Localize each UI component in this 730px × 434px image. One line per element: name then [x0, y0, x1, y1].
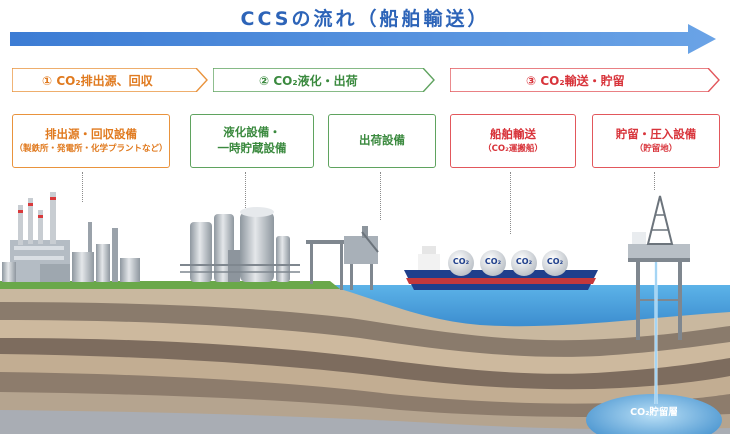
box-liquefaction-title: 液化設備・ [223, 125, 281, 140]
box-storage-title: 貯留・圧入設備 [615, 126, 697, 141]
stage-header-liquefaction: ② CO₂液化・出荷 [213, 68, 435, 92]
leader-line-ship [510, 172, 511, 234]
leader-line-emission [82, 172, 83, 202]
factory-illustration [2, 192, 140, 282]
tank-label-4: CO₂ [546, 257, 564, 266]
box-emission-subtitle: （製鉄所・発電所・化学プラントなど） [14, 144, 168, 155]
box-emission: 排出源・回収設備 （製鉄所・発電所・化学プラントなど） [12, 114, 170, 168]
tank-label-2: CO₂ [484, 257, 502, 266]
tank-label-1: CO₂ [452, 257, 470, 266]
leader-line-liquefaction [245, 172, 246, 208]
shipping-facility-illustration [306, 226, 379, 290]
box-liquefaction-subtitle: 一時貯蔵設備 [217, 141, 287, 155]
leader-line-shipping [380, 172, 381, 220]
page-title: CCSの流れ（船舶輸送） [240, 8, 490, 30]
box-storage-subtitle: （貯留地） [634, 144, 678, 155]
box-storage: 貯留・圧入設備 （貯留地） [592, 114, 720, 168]
reservoir-label: CO₂貯留層 [630, 407, 678, 418]
co2-reservoir [586, 394, 722, 434]
grass [0, 281, 340, 289]
tank-label-3: CO₂ [515, 257, 533, 266]
stage-header-capture: ① CO₂排出源、回収 [12, 68, 208, 92]
liquefaction-plant-illustration [180, 207, 300, 282]
box-ship-subtitle: （CO₂運搬船） [483, 144, 543, 155]
stage-label-liquefaction: ② CO₂液化・出荷 [259, 73, 358, 88]
offshore-platform [628, 195, 690, 404]
stage-label-transport: ③ CO₂輸送・貯留 [526, 73, 625, 88]
ground-layers [0, 286, 730, 434]
box-shipping: 出荷設備 [328, 114, 436, 168]
stage-header-transport: ③ CO₂輸送・貯留 [450, 68, 720, 92]
stage-label-capture: ① CO₂排出源、回収 [42, 73, 153, 88]
co2-carrier-ship [404, 246, 598, 290]
box-ship: 船舶輸送 （CO₂運搬船） [450, 114, 576, 168]
box-liquefaction: 液化設備・ 一時貯蔵設備 [190, 114, 314, 168]
box-shipping-title: 出荷設備 [359, 133, 405, 148]
flow-arrow [10, 24, 716, 54]
box-ship-title: 船舶輸送 [490, 126, 536, 141]
box-emission-title: 排出源・回収設備 [45, 126, 137, 141]
leader-line-storage [654, 172, 655, 190]
